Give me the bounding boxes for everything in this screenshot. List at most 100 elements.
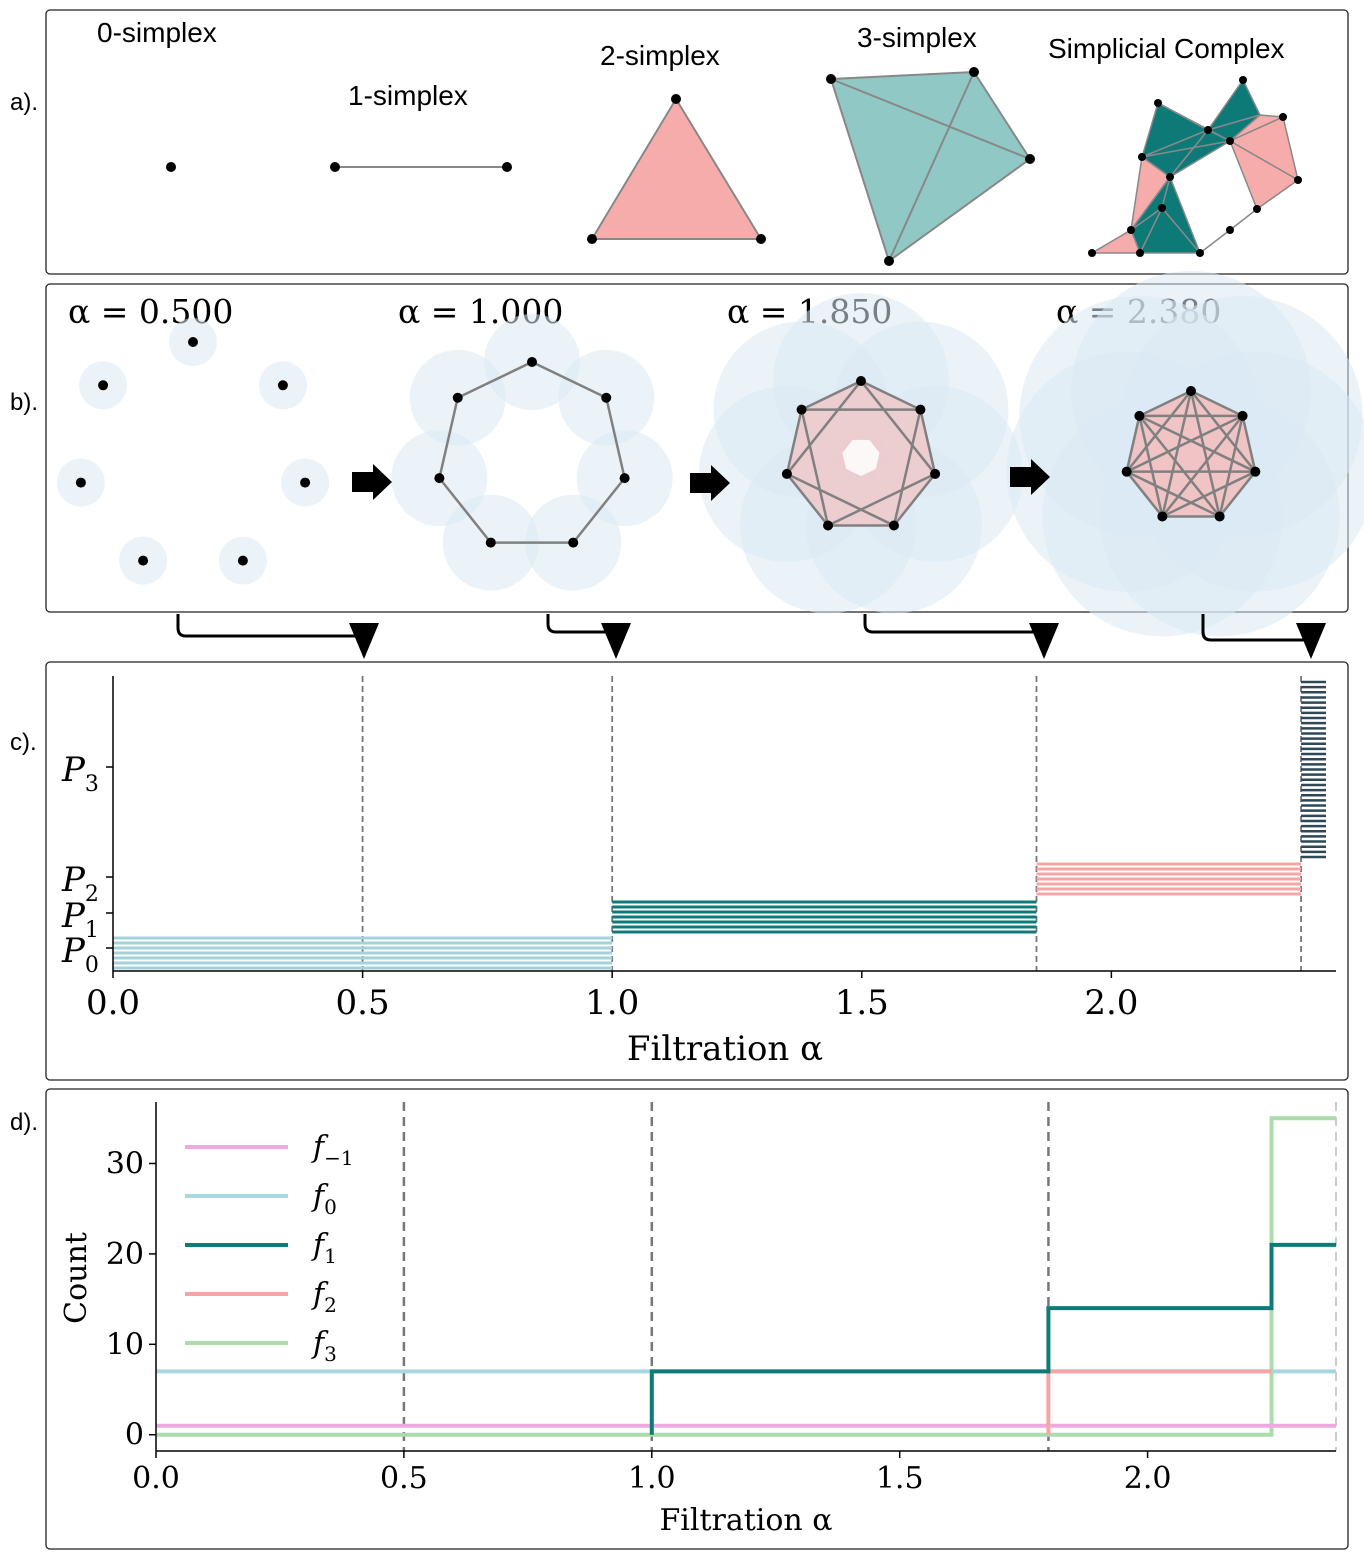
vertex <box>1214 511 1225 522</box>
edge <box>919 409 937 475</box>
3-simplex <box>826 67 1035 266</box>
simplicial-complex <box>1088 76 1302 257</box>
vertex <box>527 357 537 367</box>
x-tick-label: 2.0 <box>1124 1461 1172 1496</box>
count-y-label: Count <box>59 1232 94 1324</box>
edge <box>438 477 492 544</box>
filtration-stage-1 <box>391 314 673 591</box>
edge <box>1138 415 1164 517</box>
2-simplex-label: 2-simplex <box>600 40 720 71</box>
edge <box>1125 390 1192 473</box>
connector-arrow <box>863 614 1059 659</box>
edge <box>1125 470 1164 518</box>
edge <box>1161 415 1244 518</box>
vertex <box>796 404 807 415</box>
edge <box>786 472 895 527</box>
vertex <box>452 392 463 403</box>
vertex <box>1237 410 1248 421</box>
simplex-fill <box>1126 391 1256 517</box>
x-tick-label: 1.5 <box>876 1461 924 1496</box>
edge <box>1161 470 1256 518</box>
right-arrow-icon <box>690 465 730 501</box>
edge <box>1125 415 1141 472</box>
barcode-series-P2 <box>1036 862 1302 896</box>
panel-c-label: c). <box>10 729 37 756</box>
barcode-series-P3 <box>1301 680 1327 859</box>
panel-d-label: d). <box>10 1109 38 1136</box>
y-tick-label: 30 <box>106 1146 144 1181</box>
edge <box>860 379 921 411</box>
2-simplex <box>587 94 766 244</box>
edge <box>1190 389 1244 417</box>
x-tick-label: 0.5 <box>336 983 390 1023</box>
edge <box>827 472 936 527</box>
x-tick-label: 1.0 <box>585 983 639 1023</box>
simplicial-complex-label: Simplicial Complex <box>1048 33 1285 64</box>
count-x-label: Filtration α <box>659 1503 832 1538</box>
barcode-series-P0 <box>113 936 613 970</box>
filtration-stage-3 <box>1006 271 1364 637</box>
filtration-stages <box>56 271 1364 637</box>
vertex <box>888 520 899 531</box>
vertex <box>823 520 834 531</box>
count-series-f1 <box>649 1242 1336 1435</box>
edge <box>785 380 862 475</box>
edge <box>1138 414 1256 473</box>
right-arrow-icon <box>1010 459 1050 495</box>
edge <box>1138 389 1192 417</box>
connector-arrow <box>546 614 631 659</box>
connector-arrow <box>176 614 379 659</box>
panel-b: b). α = 0.500 α = 1.000 α = 1.850 α = 2.… <box>10 271 1364 637</box>
edge <box>800 409 830 526</box>
vertex <box>434 473 445 484</box>
edge <box>1218 470 1257 518</box>
edge <box>1190 390 1257 473</box>
x-tick-label: 0.0 <box>86 983 140 1023</box>
panel-a-label: a). <box>10 89 38 116</box>
1-simplex-label: 1-simplex <box>348 80 468 111</box>
edge <box>892 473 937 527</box>
edge <box>438 397 459 479</box>
panel-b-label: b). <box>10 389 38 416</box>
vertex <box>277 380 288 391</box>
vertex <box>98 380 109 391</box>
edge <box>457 360 533 399</box>
0-simplex-vertex <box>166 162 176 172</box>
vertex <box>568 537 579 548</box>
vertex <box>1134 410 1145 421</box>
edge <box>860 380 937 475</box>
barcode-x-label: Filtration α <box>627 1029 823 1069</box>
vertex <box>781 468 792 479</box>
edge <box>572 477 626 544</box>
vertex <box>1121 466 1132 477</box>
y-tick-label: 20 <box>106 1237 144 1272</box>
edge <box>1138 415 1221 518</box>
x-tick-label: 1.0 <box>628 1461 676 1496</box>
vertex <box>856 376 866 386</box>
stage-connectors <box>176 614 1326 659</box>
vertex <box>237 555 248 566</box>
connector-arrow <box>1201 614 1326 659</box>
barcode-bars <box>113 680 1327 970</box>
edge <box>1126 414 1244 473</box>
y-tick-label: 0 <box>125 1418 144 1453</box>
edge <box>531 360 607 399</box>
vertex <box>930 468 941 479</box>
vertex <box>1157 511 1168 522</box>
edge <box>1126 470 1221 518</box>
x-tick-label: 0.5 <box>380 1461 428 1496</box>
edge <box>1189 390 1221 517</box>
vertex <box>1186 386 1196 396</box>
vertex <box>75 477 86 488</box>
panel-a: a). 0-simplex 1-simplex 2-simplex 3-simp… <box>10 9 1349 275</box>
vertex <box>188 337 198 347</box>
x-tick-label: 1.5 <box>835 983 889 1023</box>
edge <box>605 397 626 479</box>
hole <box>842 439 880 476</box>
edge <box>801 379 862 411</box>
panel-c-frame <box>45 661 1349 1081</box>
vertex <box>1250 466 1261 477</box>
